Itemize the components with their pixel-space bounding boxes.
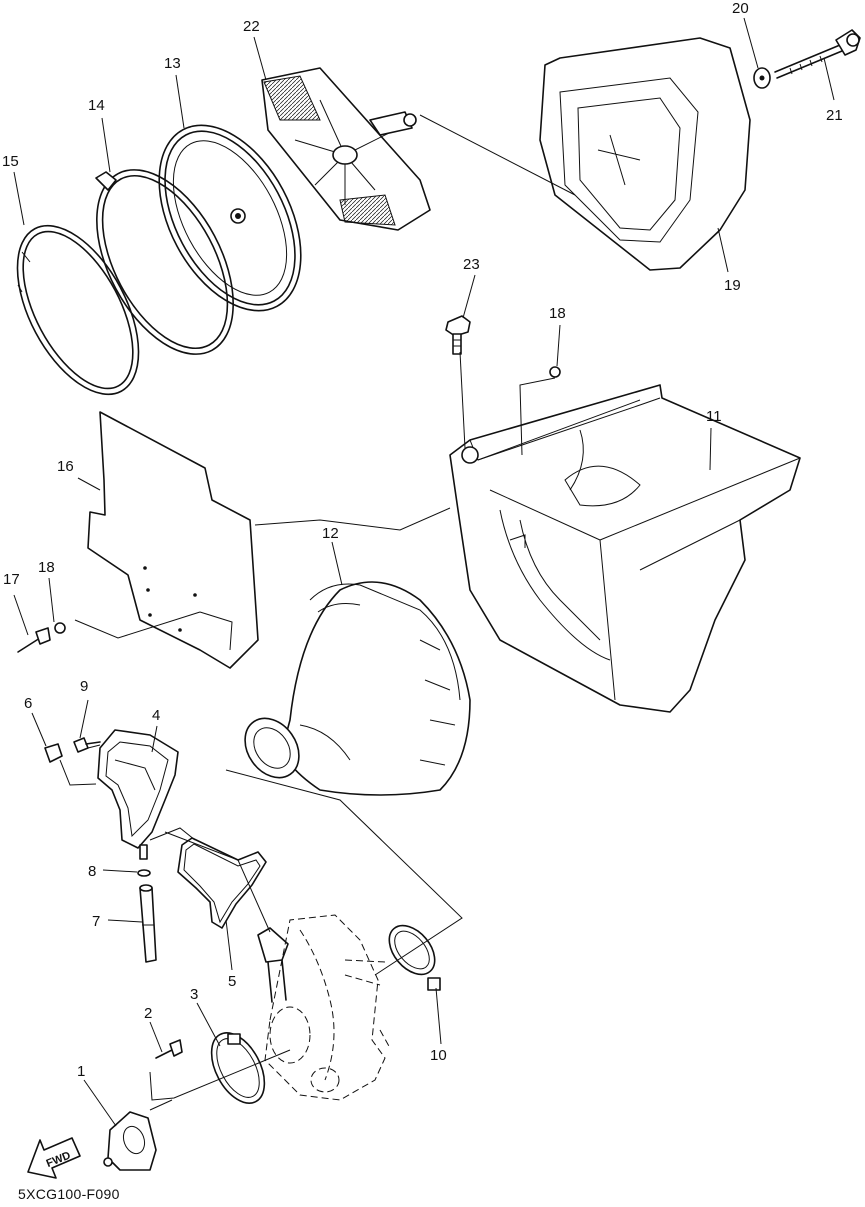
fwd-arrow-icon: FWD — [27, 1137, 81, 1179]
part-11-airbox — [449, 384, 801, 713]
callout-13: 13 — [164, 55, 181, 72]
part-14-band — [95, 169, 234, 355]
callout-4: 4 — [152, 707, 160, 724]
callout-7: 7 — [92, 913, 100, 930]
callout-3: 3 — [190, 986, 198, 1003]
callout-15: 15 — [2, 153, 19, 170]
callout-8: 8 — [88, 863, 96, 880]
part-6-screw — [44, 743, 63, 763]
callout-12: 12 — [322, 525, 339, 542]
callout-1: 1 — [77, 1063, 85, 1080]
assembly-lines — [59, 114, 576, 1111]
callout-10: 10 — [430, 1047, 447, 1064]
callout-19: 19 — [724, 277, 741, 294]
part-2-bolt — [155, 1039, 183, 1059]
callout-23: 23 — [463, 256, 480, 273]
part-13-cover — [158, 124, 302, 312]
part-1-joint — [103, 1111, 157, 1171]
callout-9: 9 — [80, 678, 88, 695]
part-9-bolt — [73, 737, 101, 753]
carburetor-dashed — [257, 914, 391, 1101]
part-8-o-ring — [137, 869, 151, 877]
callout-14: 14 — [88, 97, 105, 114]
callout-20: 20 — [732, 0, 749, 17]
part-21-wing-bolt — [774, 29, 861, 79]
part-15-ring — [16, 224, 140, 396]
part-18-nut-upper — [549, 366, 561, 378]
part-17-rivet — [17, 627, 51, 653]
part-18-washer-lower — [54, 622, 66, 634]
callout-6: 6 — [24, 695, 32, 712]
callout-16: 16 — [57, 458, 74, 475]
diagram-code: 5XCG100-F090 — [18, 1186, 120, 1202]
callout-18-upper: 18 — [549, 305, 566, 322]
part-7-hose — [139, 884, 157, 963]
callout-21: 21 — [826, 107, 843, 124]
callout-numbers: 15 14 13 22 20 21 19 23 18 11 12 16 17 1… — [2, 0, 843, 1080]
part-3-clamp — [210, 1032, 266, 1104]
callout-2: 2 — [144, 1005, 152, 1022]
callout-leaders — [13, 17, 835, 1127]
callout-11: 11 — [706, 408, 722, 425]
part-10-clamp — [388, 924, 441, 991]
part-12-intake-boot — [244, 581, 471, 796]
part-16-seal-sheet — [87, 411, 259, 669]
part-22-filter-cage — [261, 67, 431, 231]
callout-22: 22 — [243, 18, 260, 35]
part-23-bolt — [445, 315, 471, 355]
part-4-cover — [97, 729, 179, 860]
part-20-washer — [753, 67, 771, 89]
callout-17: 17 — [3, 571, 20, 588]
callout-5: 5 — [228, 973, 236, 990]
part-19-filter-element — [539, 37, 751, 271]
callout-18-lower: 18 — [38, 559, 55, 576]
part-5-gasket — [177, 837, 267, 929]
